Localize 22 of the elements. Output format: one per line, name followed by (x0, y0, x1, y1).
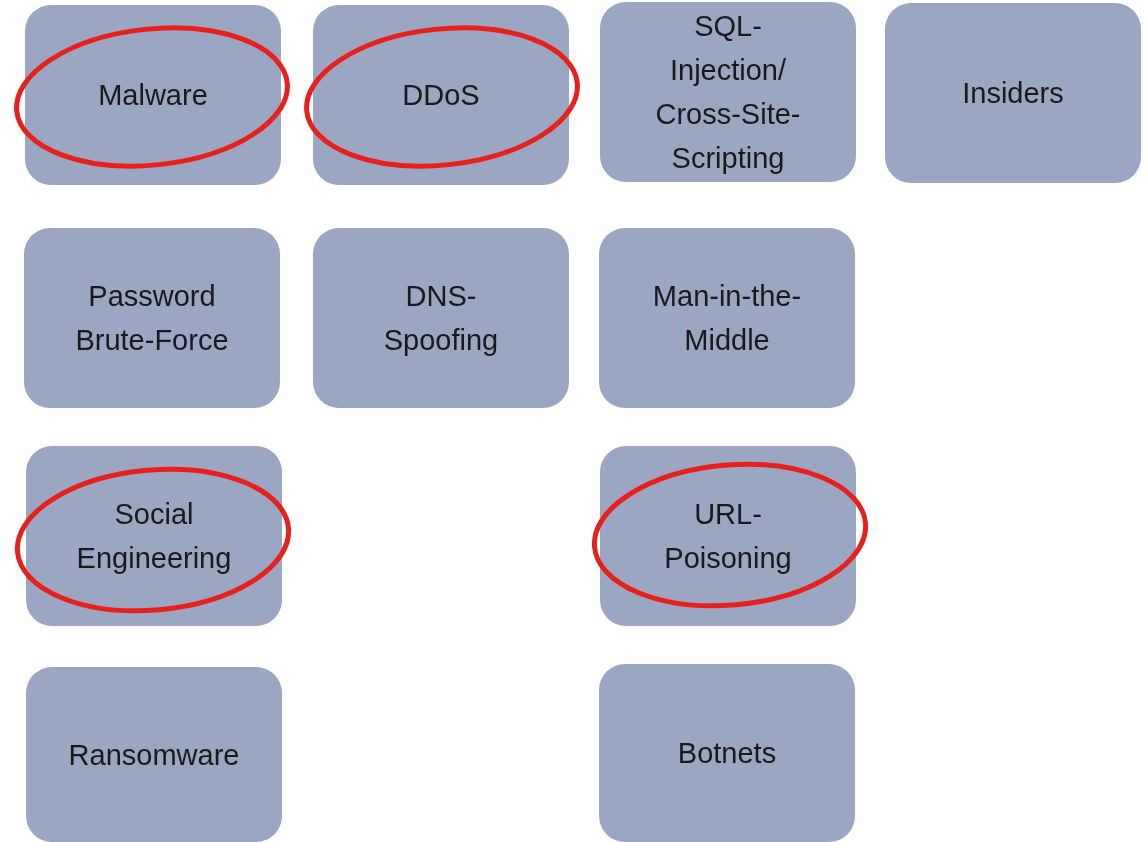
topic-label: Ransomware (67, 737, 241, 773)
topic-box (600, 2, 856, 182)
topic-label: Password Brute-Force (74, 279, 230, 358)
topic-box (24, 228, 280, 408)
topic-box (25, 5, 281, 185)
topic-label: Social Engineering (75, 497, 233, 576)
topic-label: URL- Poisoning (663, 497, 793, 576)
topic-box (600, 446, 856, 626)
topic-box (599, 228, 855, 408)
topic-label: DNS- Spoofing (382, 279, 500, 358)
topic-box (599, 664, 855, 842)
topic-label: Botnets (676, 736, 778, 771)
topic-label: Malware (97, 78, 209, 113)
topic-label: Insiders (961, 76, 1065, 111)
topic-box (313, 228, 569, 408)
topic-box (26, 667, 282, 842)
topic-label: Man-in-the- Middle (651, 279, 803, 358)
topic-box (885, 3, 1141, 183)
topic-box (313, 5, 569, 185)
topic-label: SQL- Injection/ Cross-Site- Scripting (654, 9, 802, 176)
topic-label: DDoS (401, 78, 481, 113)
topic-box (26, 446, 282, 626)
